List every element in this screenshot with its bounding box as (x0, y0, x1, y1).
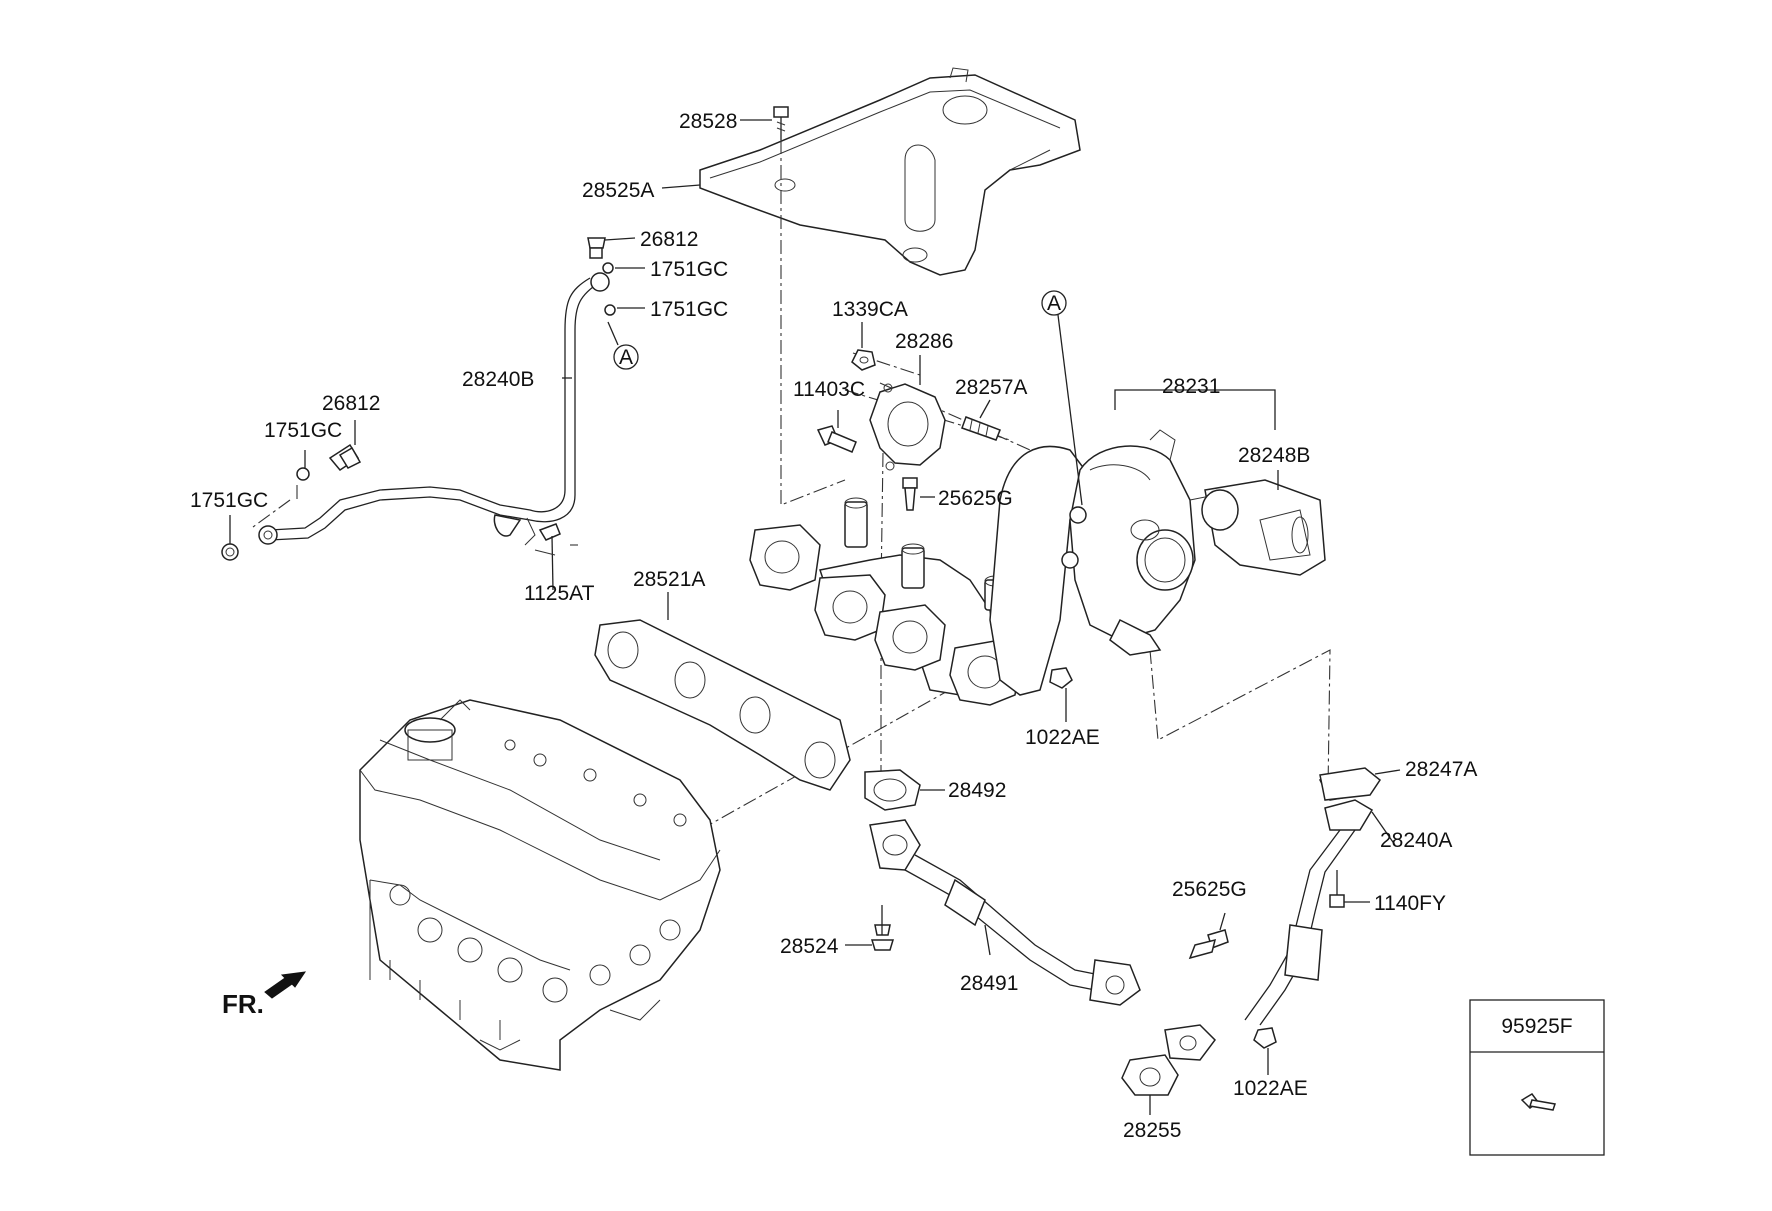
label-28240B: 28240B (462, 368, 534, 391)
label-1022AE-upper: 1022AE (1025, 726, 1100, 749)
part-box-95925F: 95925F (1469, 999, 1605, 1156)
bolt-28528 (773, 106, 789, 140)
label-1125AT: 1125AT (524, 582, 595, 605)
label-28524: 28524 (780, 935, 839, 958)
label-25625G-upper: 25625G (938, 487, 1013, 510)
bolt-25625G-upper (902, 477, 918, 511)
label-28231: 28231 (1162, 375, 1220, 398)
label-1140FY: 1140FY (1374, 892, 1446, 915)
heat-shield (699, 67, 1081, 276)
label-28491: 28491 (960, 972, 1018, 995)
svg-text:95925F: 95925F (1501, 1015, 1572, 1038)
label-11403C: 11403C (793, 378, 865, 401)
gasket-28247A (1319, 767, 1382, 801)
nut-1339CA (851, 349, 876, 371)
bolt-25625G-lower (1188, 929, 1229, 960)
front-indicator: FR. (222, 971, 307, 1019)
label-28521A: 28521A (633, 568, 705, 591)
label-26812-top: 26812 (640, 228, 698, 251)
nut-1022AE-upper (1049, 667, 1073, 689)
label-1751GC-b: 1751GC (650, 298, 728, 321)
label-1022AE-lower: 1022AE (1233, 1077, 1308, 1100)
label-1751GC-a: 1751GC (650, 258, 728, 281)
bolt-1125AT (534, 523, 561, 591)
callout-a-right: A (1041, 290, 1083, 506)
banjo-bolt-left (221, 443, 536, 561)
cylinder-head (359, 699, 721, 1071)
stud-28257A (961, 416, 1001, 441)
turbocharger (989, 429, 1226, 696)
actuator-28248B (1201, 479, 1326, 576)
label-28528: 28528 (679, 110, 737, 133)
gasket-28286 (869, 383, 946, 471)
bolt-28524 (870, 905, 895, 951)
callout-a-left: A (613, 344, 639, 370)
label-1751GC-c: 1751GC (264, 419, 342, 442)
label-1751GC-d: 1751GC (190, 489, 268, 512)
egr-tube-28491 (869, 819, 1141, 1006)
label-25625G-lower: 25625G (1172, 878, 1247, 901)
svg-text:A: A (1047, 292, 1061, 315)
label-26812-left: 26812 (322, 392, 380, 415)
label-28247A: 28247A (1405, 758, 1477, 781)
label-28525A: 28525A (582, 179, 654, 202)
gasket-28492 (864, 769, 921, 811)
label-28255: 28255 (1123, 1119, 1181, 1142)
label-28248B: 28248B (1238, 444, 1310, 467)
label-28257A: 28257A (955, 376, 1027, 399)
exhaust-manifold (749, 497, 1021, 706)
bolt-1140FY (1329, 870, 1345, 908)
nut-1022AE-lower (1253, 1027, 1277, 1049)
banjo-bolt-top (587, 237, 616, 316)
leader-lines (229, 119, 1401, 1115)
oil-feed-tube (258, 272, 610, 545)
svg-text:A: A (619, 346, 633, 369)
bolt-11403C (816, 425, 857, 453)
label-1339CA: 1339CA (832, 298, 908, 321)
svg-text:FR.: FR. (222, 989, 264, 1019)
oil-return-tube (1164, 771, 1374, 1061)
manifold-gasket (594, 619, 851, 791)
part-labels: 28528 28525A 26812 1751GC 1751GC 28240B … (190, 110, 1477, 1142)
label-28286: 28286 (895, 330, 953, 353)
label-28240A: 28240A (1380, 829, 1452, 852)
label-28492: 28492 (948, 779, 1006, 802)
gasket-28255 (1121, 1054, 1179, 1096)
